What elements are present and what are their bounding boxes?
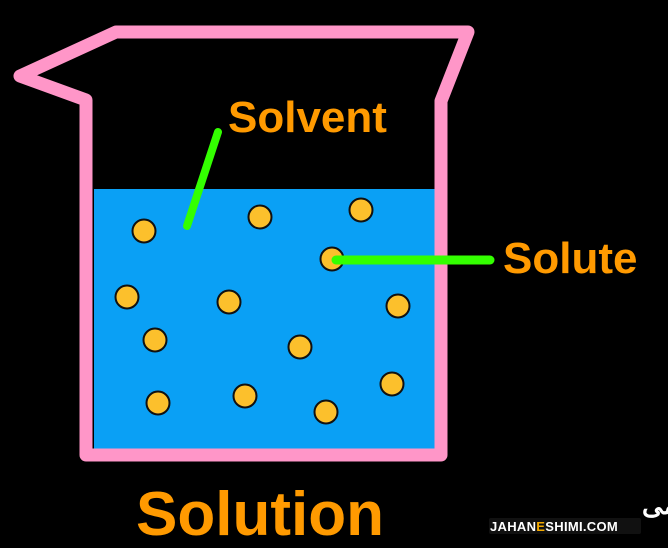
solute-particle [348,197,374,223]
solute-particle [142,327,168,353]
solute-particle [385,293,411,319]
beaker-outline [13,25,475,462]
logo-latin-text: JAHANESHIMI.COM [490,519,618,534]
solute-particle [247,204,273,230]
solute-particle [379,371,405,397]
solute-particle [131,218,157,244]
solvent-label: Solvent [228,93,387,142]
solute-particle [232,383,258,409]
solvent-pointer-line [183,128,222,230]
solute-label: Solute [503,234,637,283]
logo-persian-text: جهان شیمی [642,490,668,521]
solution-title: Solution [136,480,384,548]
solute-particle [313,399,339,425]
solute-particle [114,284,140,310]
solute-particle [216,289,242,315]
solute-particle [145,390,171,416]
jahaneshimi-logo: جهان شیمی JAHANESHIMI.COM [489,490,668,534]
solute-particles [114,197,411,425]
logo-underline-bar [489,518,641,534]
solute-particle [287,334,313,360]
